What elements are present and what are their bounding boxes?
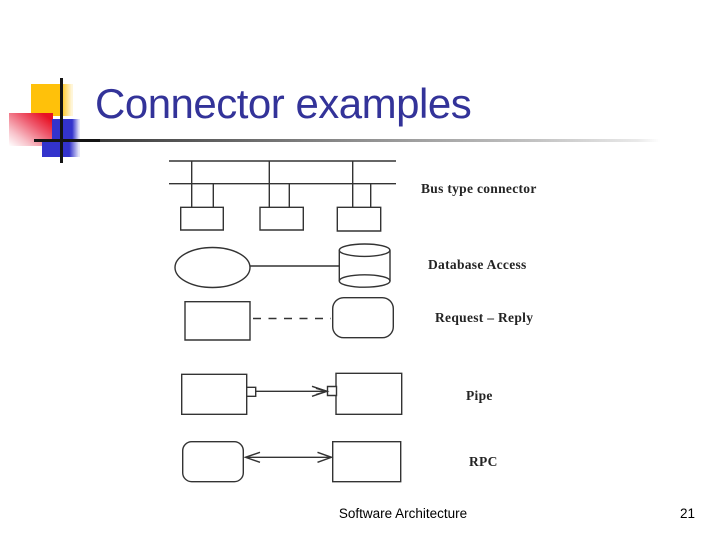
decor-yellow-square — [31, 84, 73, 116]
component-box — [333, 442, 401, 482]
component-box — [336, 373, 402, 414]
port-square — [328, 387, 337, 396]
arrowhead — [318, 452, 332, 462]
component-box — [185, 302, 250, 340]
database-cylinder — [339, 244, 390, 287]
component-box — [260, 207, 303, 230]
page-number: 21 — [679, 506, 695, 521]
decor-blue-square-upper — [52, 119, 80, 139]
rounded-component-box — [183, 442, 244, 482]
client-ellipse — [175, 248, 250, 288]
footer-title: Software Architecture — [338, 506, 468, 521]
bus-connector-figure — [169, 161, 396, 231]
arrowhead — [246, 452, 261, 462]
arrowhead — [316, 388, 327, 394]
component-box — [182, 374, 247, 414]
port-square — [247, 387, 256, 396]
component-box — [181, 207, 224, 230]
database-access-figure — [175, 244, 390, 288]
rpc-figure — [183, 442, 401, 482]
rounded-component-box — [333, 298, 394, 338]
decor-horizontal-line — [34, 139, 122, 142]
label-rpc: RPC — [469, 454, 498, 469]
label-bus-type-connector: Bus type connector — [421, 181, 537, 196]
label-pipe: Pipe — [466, 388, 493, 403]
pipe-figure — [182, 373, 402, 414]
label-request-reply: Request – Reply — [435, 310, 534, 325]
label-database-access: Database Access — [428, 257, 527, 272]
connector-diagram — [150, 150, 580, 500]
component-box — [337, 207, 380, 231]
title-underline-rule — [100, 139, 660, 142]
slide-title: Connector examples — [95, 80, 472, 127]
request-reply-figure — [185, 298, 393, 340]
decor-vertical-line — [60, 78, 63, 163]
